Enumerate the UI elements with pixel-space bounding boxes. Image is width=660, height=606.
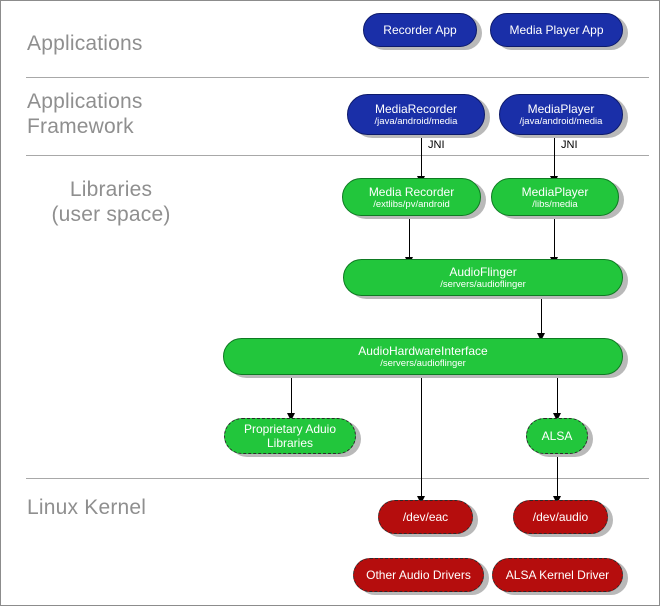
node-dev-audio[interactable]: /dev/audio bbox=[513, 500, 608, 534]
connector-ahi-to-proprietary-libs bbox=[291, 375, 292, 417]
node-mediaplayer-framework-path: /java/android/media bbox=[519, 116, 603, 127]
node-proprietary-audio-libraries-subtitle: Libraries bbox=[266, 436, 314, 450]
node-alsa-kernel-driver-title: ALSA Kernel Driver bbox=[505, 568, 610, 582]
node-recorder-app-title: Recorder App bbox=[383, 23, 457, 37]
connector-audioflinger-to-audiohardwareinterface bbox=[541, 299, 542, 337]
edge-label-jni-left: JNI bbox=[428, 139, 445, 151]
connector-mediarecorder-fw-to-lib bbox=[421, 138, 422, 180]
node-alsa-title: ALSA bbox=[541, 429, 573, 443]
node-media-player-app[interactable]: Media Player App bbox=[490, 13, 623, 47]
node-proprietary-audio-libraries[interactable]: Proprietary Aduio Libraries bbox=[224, 418, 356, 454]
arrowhead-audiohardwareinterface bbox=[536, 333, 545, 341]
node-mediaplayer-framework[interactable]: MediaPlayer /java/android/media bbox=[499, 94, 623, 135]
node-mediaplayer-framework-title: MediaPlayer bbox=[527, 102, 595, 116]
node-proprietary-audio-libraries-title: Proprietary Aduio bbox=[243, 422, 337, 436]
connector-ahi-to-dev-eac bbox=[421, 375, 422, 500]
node-audiohardwareinterface-title: AudioHardwareInterface bbox=[358, 344, 488, 358]
node-mediarecorder-library[interactable]: Media Recorder /extlibs/pv/android bbox=[342, 178, 481, 216]
edge-label-jni-right: JNI bbox=[561, 139, 578, 151]
node-mediarecorder-library-title: Media Recorder bbox=[368, 184, 455, 199]
divider-applications bbox=[26, 77, 649, 78]
node-dev-eac[interactable]: /dev/eac bbox=[378, 500, 473, 534]
node-mediarecorder-framework-path: /java/android/media bbox=[374, 116, 458, 127]
node-media-player-app-title: Media Player App bbox=[509, 23, 604, 37]
arrowhead-alsa bbox=[552, 413, 561, 421]
divider-applications-framework bbox=[26, 155, 649, 156]
node-audiohardwareinterface-path: /servers/audioflinger bbox=[380, 358, 466, 369]
node-mediarecorder-library-path: /extlibs/pv/android bbox=[373, 198, 450, 210]
arrowhead-proprietary-libs bbox=[286, 413, 295, 421]
node-mediaplayer-library-path: /libs/media bbox=[532, 198, 578, 210]
band-label-applications-framework: Applications Framework bbox=[27, 90, 143, 138]
node-alsa[interactable]: ALSA bbox=[526, 418, 588, 454]
node-audioflinger-path: /servers/audioflinger bbox=[440, 279, 526, 290]
band-label-linux-kernel: Linux Kernel bbox=[27, 496, 147, 519]
band-label-libraries: Libraries (user space) bbox=[51, 178, 171, 226]
node-mediarecorder-framework-title: MediaRecorder bbox=[374, 102, 458, 116]
band-label-applications: Applications bbox=[27, 32, 143, 55]
node-alsa-kernel-driver[interactable]: ALSA Kernel Driver bbox=[492, 558, 623, 592]
connector-mediaplayer-lib-to-audioflinger bbox=[554, 219, 555, 261]
node-mediarecorder-framework[interactable]: MediaRecorder /java/android/media bbox=[347, 94, 485, 135]
node-recorder-app[interactable]: Recorder App bbox=[363, 13, 477, 47]
connector-mediaplayer-fw-to-lib bbox=[554, 138, 555, 180]
node-other-audio-drivers-title: Other Audio Drivers bbox=[366, 568, 471, 582]
node-audioflinger[interactable]: AudioFlinger /servers/audioflinger bbox=[343, 259, 623, 296]
connector-alsa-to-dev-audio bbox=[557, 457, 558, 500]
node-other-audio-drivers[interactable]: Other Audio Drivers bbox=[353, 558, 484, 592]
node-audiohardwareinterface[interactable]: AudioHardwareInterface /servers/audiofli… bbox=[223, 338, 623, 375]
node-mediaplayer-library-title: MediaPlayer bbox=[521, 184, 589, 199]
node-dev-eac-title: /dev/eac bbox=[402, 510, 449, 524]
connector-mediarecorder-lib-to-audioflinger bbox=[409, 219, 410, 261]
node-audioflinger-title: AudioFlinger bbox=[449, 265, 517, 279]
node-dev-audio-title: /dev/audio bbox=[532, 510, 589, 524]
divider-linux-kernel bbox=[26, 478, 649, 479]
node-mediaplayer-library[interactable]: MediaPlayer /libs/media bbox=[491, 178, 619, 216]
connector-ahi-to-alsa bbox=[557, 375, 558, 417]
